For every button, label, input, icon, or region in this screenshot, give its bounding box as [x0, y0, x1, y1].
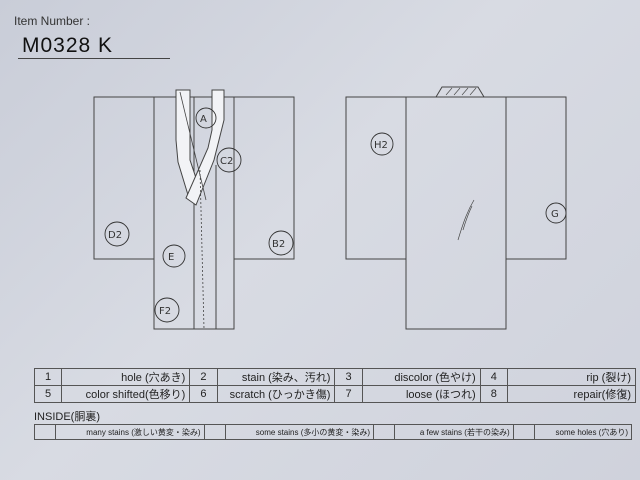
legend-label-loose: loose (ほつれ) [361, 385, 481, 403]
inside-few-stains: a few stains (若干の染み) [394, 424, 514, 440]
legend-label-rip: rip (裂け) [506, 368, 637, 386]
legend-number: 5 [33, 385, 63, 403]
kimono-back [345, 86, 567, 330]
legend-label-repair: repair(修復) [506, 385, 637, 403]
legend-number: 2 [189, 368, 218, 386]
legend-row: 1 hole (穴あき) 2 stain (染み、汚れ) 3 discolor … [33, 368, 637, 386]
svg-text:D2: D2 [108, 230, 122, 241]
inside-some-holes: some holes (穴あり) [533, 424, 633, 440]
damage-legend-table: 1 hole (穴あき) 2 stain (染み、汚れ) 3 discolor … [33, 368, 637, 403]
svg-text:F2: F2 [159, 306, 171, 317]
mark-g: G [545, 202, 567, 224]
mark-a: A [195, 107, 217, 129]
svg-text:A: A [200, 114, 207, 125]
svg-text:G: G [551, 209, 559, 220]
legend-number: 1 [33, 368, 63, 386]
legend-label-color-shifted: color shifted(色移り) [61, 385, 191, 403]
inside-some-stains: some stains (多小の黄変・染み) [224, 424, 375, 440]
legend-label-hole: hole (穴あき) [61, 368, 191, 386]
inside-checkbox [34, 424, 56, 440]
legend-label-scratch: scratch (ひっかき傷) [216, 385, 336, 403]
item-number-value: M0328 K [22, 34, 114, 57]
legend-number: 6 [189, 385, 218, 403]
mark-b2: B2 [268, 230, 294, 256]
mark-f2: F2 [154, 297, 180, 323]
legend-number: 4 [479, 368, 508, 386]
legend-number: 8 [479, 385, 508, 403]
legend-number: 3 [334, 368, 363, 386]
svg-text:E: E [168, 252, 174, 263]
legend-label-discolor: discolor (色やけ) [361, 368, 481, 386]
svg-text:B2: B2 [272, 239, 285, 250]
inside-section-title: INSIDE(胴裏) [34, 411, 100, 423]
legend-row: 5 color shifted(色移り) 6 scratch (ひっかき傷) 7… [33, 385, 637, 403]
svg-text:H2: H2 [374, 140, 388, 151]
inside-row: many stains (激しい黄変・染み) some stains (多小の黄… [34, 424, 633, 440]
mark-d2: D2 [104, 221, 130, 247]
mark-h2: H2 [370, 132, 394, 156]
item-number-label: Item Number : [14, 14, 91, 28]
legend-label-stain: stain (染み、汚れ) [216, 368, 336, 386]
svg-text:C2: C2 [220, 156, 233, 167]
inside-condition-table: many stains (激しい黄変・染み) some stains (多小の黄… [34, 424, 633, 440]
inside-checkbox [373, 424, 396, 440]
inside-checkbox [203, 424, 226, 440]
inside-checkbox [512, 424, 535, 440]
kimono-front [93, 89, 295, 330]
inside-many-stains: many stains (激しい黄変・染み) [55, 424, 205, 440]
mark-e: E [162, 244, 186, 268]
mark-c2: C2 [216, 147, 242, 173]
item-number-underline [18, 58, 170, 59]
kimono-diagram: A C2 D2 E B2 F2 H2 G [93, 86, 567, 330]
legend-number: 7 [334, 385, 363, 403]
